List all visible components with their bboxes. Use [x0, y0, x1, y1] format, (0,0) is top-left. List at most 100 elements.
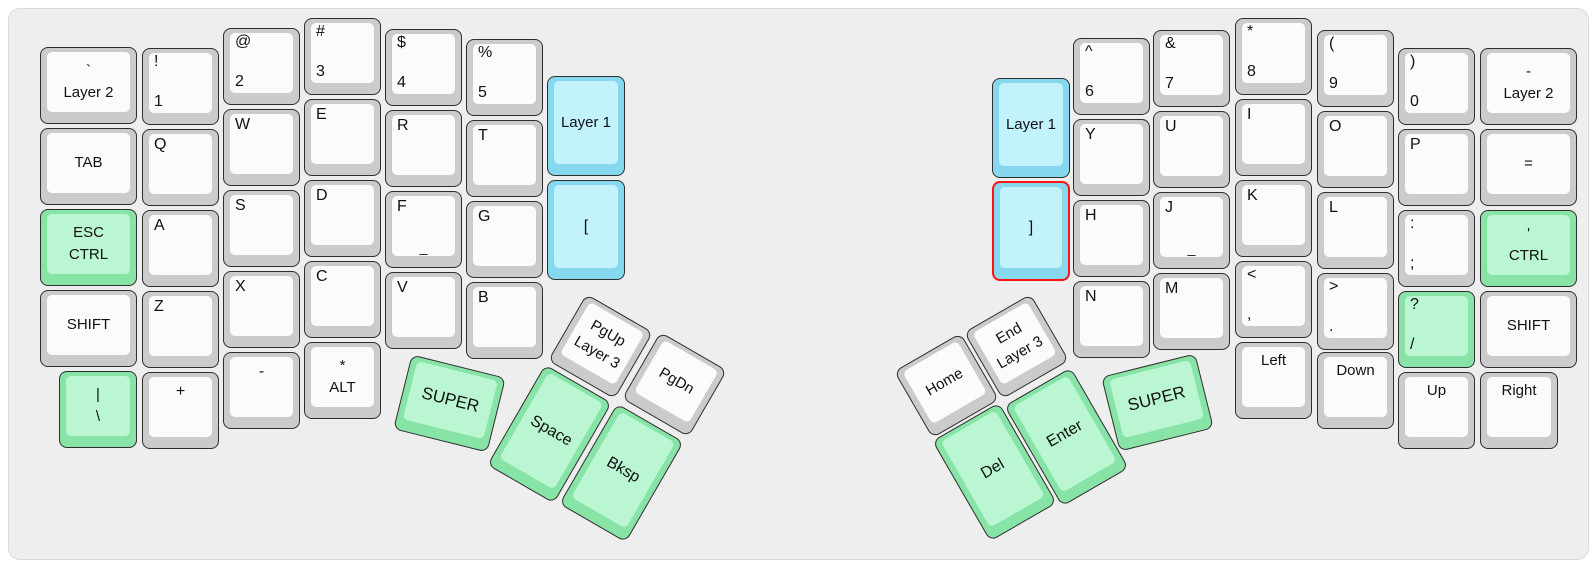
- key-hash-3[interactable]: #3: [304, 18, 381, 95]
- key-star-alt[interactable]: *ALT: [304, 342, 381, 419]
- key-plus[interactable]: +: [142, 372, 219, 449]
- key-minus-layer2[interactable]: -Layer 2: [1480, 48, 1577, 125]
- key-h[interactable]: H: [1073, 200, 1150, 277]
- key-layer1-right[interactable]: Layer 1: [992, 78, 1070, 178]
- key-paren-0[interactable]: )0: [1398, 48, 1475, 125]
- key-legend: ?: [1410, 296, 1419, 313]
- key-f-homing[interactable]: F_: [385, 191, 462, 268]
- keycap-top: G: [473, 206, 536, 266]
- key-lbracket[interactable]: [: [547, 180, 625, 280]
- key-at-2[interactable]: @2: [223, 28, 300, 105]
- key-right[interactable]: Right: [1480, 372, 1558, 449]
- key-grave-layer2[interactable]: `Layer 2: [40, 47, 137, 124]
- key-y[interactable]: Y: [1073, 119, 1150, 196]
- key-u[interactable]: U: [1153, 111, 1230, 188]
- key-down[interactable]: Down: [1317, 352, 1394, 429]
- key-legend: K: [1247, 187, 1258, 204]
- key-n[interactable]: N: [1073, 281, 1150, 358]
- key-tab[interactable]: TAB: [40, 128, 137, 205]
- key-m[interactable]: M: [1153, 273, 1230, 350]
- key-super-left[interactable]: SUPER: [393, 354, 506, 453]
- key-k[interactable]: K: [1235, 180, 1312, 257]
- key-equals[interactable]: =: [1480, 129, 1577, 206]
- keycap-top: S: [230, 195, 293, 255]
- keycap-top: #3: [311, 23, 374, 83]
- key-legend: PgDn: [655, 364, 697, 398]
- keycap-top: E: [311, 104, 374, 164]
- key-b[interactable]: B: [466, 282, 543, 359]
- key-s[interactable]: S: [223, 190, 300, 267]
- key-o[interactable]: O: [1317, 111, 1394, 188]
- key-legend: T: [478, 127, 488, 144]
- key-g[interactable]: G: [466, 201, 543, 278]
- key-legend: #: [316, 23, 325, 40]
- keycap-top: Q: [149, 134, 212, 194]
- key-legend: 7: [1165, 75, 1174, 93]
- key-caret-6[interactable]: ^6: [1073, 38, 1150, 115]
- key-w[interactable]: W: [223, 109, 300, 186]
- keycap-top: L: [1324, 197, 1387, 257]
- key-x[interactable]: X: [223, 271, 300, 348]
- key-r[interactable]: R: [385, 110, 462, 187]
- key-pipe-backslash[interactable]: |\: [59, 371, 137, 448]
- key-excl-1[interactable]: !1: [142, 48, 219, 125]
- key-d[interactable]: D: [304, 180, 381, 257]
- key-t[interactable]: T: [466, 120, 543, 197]
- key-legend: I: [1247, 106, 1252, 123]
- key-legend: ;: [1410, 255, 1415, 273]
- key-a[interactable]: A: [142, 210, 219, 287]
- key-up[interactable]: Up: [1398, 372, 1475, 449]
- key-e[interactable]: E: [304, 99, 381, 176]
- key-legend: 0: [1410, 93, 1419, 111]
- key-percent-5[interactable]: %5: [466, 39, 543, 116]
- key-legend: B: [478, 289, 489, 306]
- key-legend: @: [235, 33, 252, 50]
- key-j-homing[interactable]: J_: [1153, 192, 1230, 269]
- key-legend: Y: [1085, 126, 1096, 143]
- key-quote-ctrl[interactable]: 'CTRL: [1480, 210, 1577, 287]
- key-c[interactable]: C: [304, 261, 381, 338]
- keycap-top: +: [149, 377, 212, 437]
- key-legend: X: [235, 278, 246, 295]
- keycap-top: T: [473, 125, 536, 185]
- key-z[interactable]: Z: [142, 291, 219, 368]
- key-gt-period[interactable]: >.: [1317, 273, 1394, 350]
- key-shift-left[interactable]: SHIFT: [40, 290, 137, 367]
- keycap-top: H: [1080, 205, 1143, 265]
- key-legend: Layer 2: [1503, 85, 1554, 102]
- key-legend: *: [339, 357, 346, 375]
- keycap-top: %5: [473, 44, 536, 104]
- key-q[interactable]: Q: [142, 129, 219, 206]
- key-legend: Q: [154, 136, 167, 153]
- key-legend: W: [235, 116, 251, 133]
- key-paren-9[interactable]: (9: [1317, 30, 1394, 107]
- key-colon-semi[interactable]: :;: [1398, 210, 1475, 287]
- key-question-slash[interactable]: ?/: [1398, 291, 1475, 368]
- keycap-top: R: [392, 115, 455, 175]
- key-legend: 9: [1329, 75, 1338, 93]
- key-p[interactable]: P: [1398, 129, 1475, 206]
- keycap-top: A: [149, 215, 212, 275]
- key-legend: |: [96, 386, 100, 404]
- key-legend: H: [1085, 207, 1097, 224]
- key-rbracket[interactable]: ]: [992, 181, 1070, 281]
- key-i[interactable]: I: [1235, 99, 1312, 176]
- key-star-8[interactable]: *8: [1235, 18, 1312, 95]
- key-shift-right[interactable]: SHIFT: [1480, 291, 1577, 368]
- key-lt-comma[interactable]: <,: [1235, 261, 1312, 338]
- key-left[interactable]: Left: [1235, 342, 1312, 419]
- key-layer1-left[interactable]: Layer 1: [547, 76, 625, 176]
- keycap-top: -: [230, 357, 293, 417]
- key-v[interactable]: V: [385, 272, 462, 349]
- keycap-top: W: [230, 114, 293, 174]
- key-l[interactable]: L: [1317, 192, 1394, 269]
- key-legend: %: [478, 44, 493, 61]
- key-legend: _: [419, 238, 428, 255]
- key-legend: [: [583, 217, 589, 235]
- key-dollar-4[interactable]: $4: [385, 29, 462, 106]
- key-minus-left[interactable]: -: [223, 352, 300, 429]
- key-amp-7[interactable]: &7: [1153, 30, 1230, 107]
- keycap-top: &7: [1160, 35, 1223, 95]
- key-super-right[interactable]: SUPER: [1101, 353, 1214, 452]
